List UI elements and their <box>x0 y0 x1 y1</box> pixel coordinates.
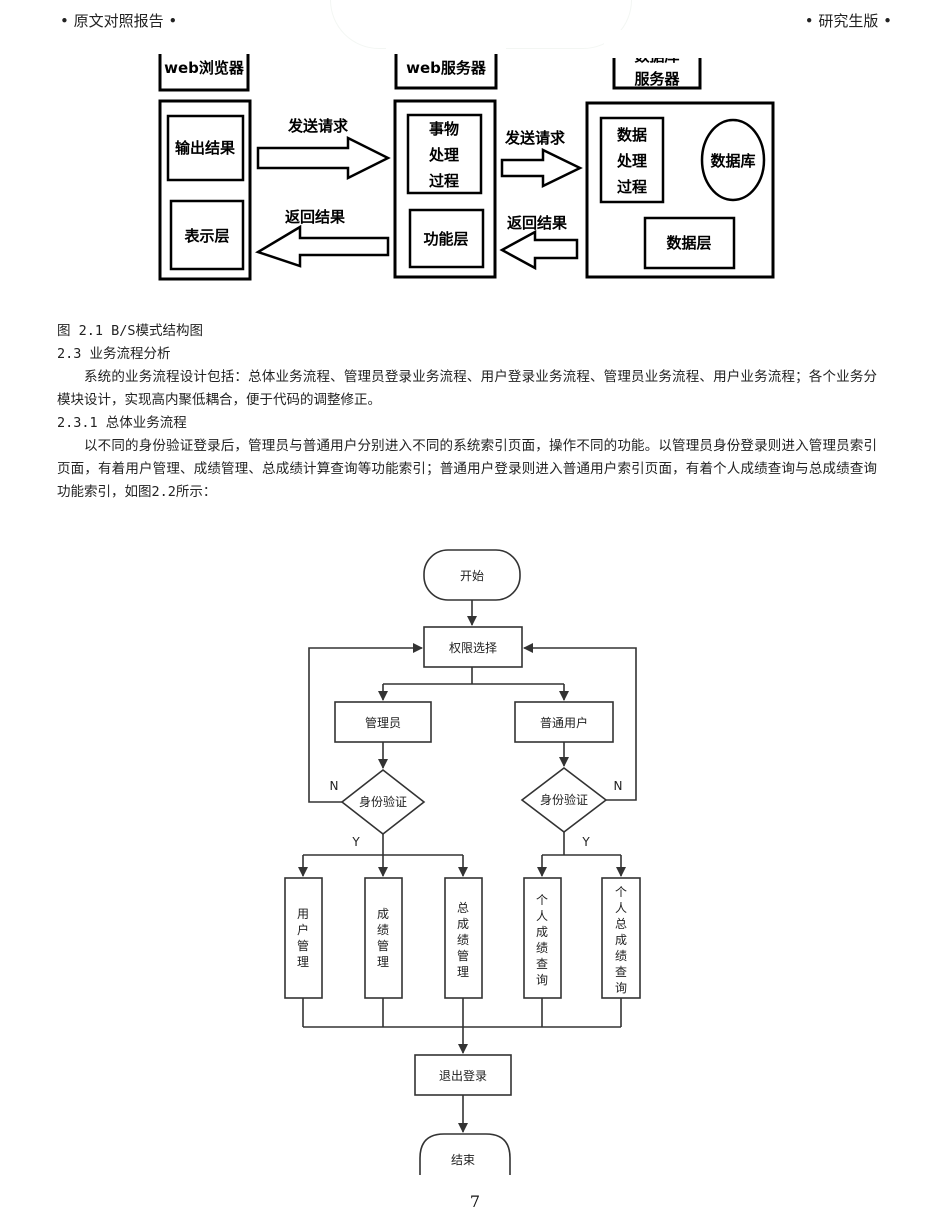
personal-grade-query-char-3: 成 <box>536 925 548 939</box>
transaction-line-1: 事物 <box>429 120 459 138</box>
db-server-title-line-2: 服务器 <box>634 70 680 88</box>
browser-title-box <box>158 50 250 92</box>
user-mgmt-text: 用 户 管 理 <box>297 907 309 969</box>
server-column <box>393 99 497 279</box>
grade-mgmt-node <box>364 877 403 999</box>
personal-total-query-char-6: 查 <box>615 965 627 979</box>
return-result-label-2: 返回结果 <box>507 214 568 232</box>
database-ellipse <box>700 118 766 202</box>
data-processing-line-2: 处理 <box>616 152 647 170</box>
server-title-box <box>394 50 498 90</box>
grade-mgmt-char-2: 绩 <box>377 923 389 937</box>
data-processing-line-3: 过程 <box>617 178 647 196</box>
header-right-label: • 研究生版 • <box>804 12 892 30</box>
data-layer-box <box>643 216 736 270</box>
personal-grade-query-text: 个 人 成 绩 查 询 <box>536 893 548 987</box>
personal-total-query-char-4: 成 <box>615 933 627 947</box>
y-right-label: Y <box>581 835 590 849</box>
user-mgmt-char-3: 管 <box>297 938 309 953</box>
function-layer-box <box>408 208 485 269</box>
presentation-layer-label: 表示层 <box>184 227 229 245</box>
presentation-layer-box <box>169 199 245 271</box>
verify-right-label: 身份验证 <box>540 792 588 807</box>
send-request-arrow-2 <box>500 148 583 188</box>
browser-title: web浏览器 <box>164 59 245 77</box>
db-column <box>585 101 775 279</box>
start-label: 开始 <box>460 569 484 583</box>
total-grade-mgmt-char-3: 绩 <box>457 933 469 947</box>
header-left-label: • 原文对照报告 • <box>60 12 178 30</box>
grade-mgmt-text: 成 绩 管 理 <box>377 907 389 969</box>
verify-left-label: 身份验证 <box>359 794 407 809</box>
n-right-label: N <box>614 779 623 793</box>
personal-total-query-char-3: 总 <box>615 917 627 931</box>
section-2-3-1-heading: 2.3.1 总体业务流程 <box>57 415 187 431</box>
figure-caption: 图 2.1 B/S模式结构图 <box>57 323 204 339</box>
personal-grade-query-node <box>523 877 562 999</box>
total-grade-mgmt-char-4: 管 <box>457 948 469 963</box>
personal-grade-query-char-2: 人 <box>536 909 548 923</box>
database-label: 数据库 <box>710 152 755 170</box>
return-result-arrow-1 <box>255 224 390 268</box>
personal-total-query-char-5: 绩 <box>615 949 627 963</box>
bs-structure-figure: web浏览器 输出结果 表示层 发送请求 返回结果 web服务器 事物 处理 过… <box>150 30 775 281</box>
personal-total-query-char-1: 个 <box>615 885 627 899</box>
personal-grade-query-char-1: 个 <box>536 893 548 907</box>
server-title: web服务器 <box>406 59 487 77</box>
data-layer-label: 数据层 <box>666 234 711 252</box>
user-mgmt-node <box>284 877 323 999</box>
grade-mgmt-char-1: 成 <box>377 907 389 921</box>
personal-total-query-char-2: 人 <box>615 901 627 915</box>
output-result-label: 输出结果 <box>175 139 236 157</box>
data-processing-box <box>599 116 665 204</box>
browser-column <box>158 99 252 281</box>
user-mgmt-char-2: 户 <box>297 922 309 937</box>
return-result-label-1: 返回结果 <box>285 208 346 226</box>
personal-grade-query-char-5: 查 <box>536 957 548 971</box>
end-node <box>419 1133 511 1175</box>
send-request-label-2: 发送请求 <box>504 129 566 147</box>
send-request-arrow-1 <box>256 135 391 181</box>
personal-total-query-text: 个 人 总 成 绩 查 询 <box>615 885 627 995</box>
personal-grade-query-char-4: 绩 <box>536 941 548 955</box>
flowchart-figure: 开始 权限选择 管理员 普通用户 身份验证 身份验证 N N Y Y 用 户 管… <box>284 549 641 1175</box>
personal-total-query-char-7: 询 <box>615 981 627 995</box>
transaction-line-3: 过程 <box>429 172 459 190</box>
page-number: 7 <box>469 1192 481 1211</box>
output-result-box <box>166 114 245 182</box>
transaction-box <box>406 113 483 195</box>
user-mgmt-char-1: 用 <box>297 907 309 921</box>
total-grade-mgmt-char-5: 理 <box>457 965 469 979</box>
permission-node <box>423 626 523 668</box>
personal-grade-query-char-6: 询 <box>536 973 548 987</box>
logout-node <box>414 1054 512 1096</box>
permission-label: 权限选择 <box>449 641 497 655</box>
data-processing-line-1: 数据 <box>617 126 647 144</box>
return-result-arrow-2 <box>499 229 579 271</box>
body-text: 图 2.1 B/S模式结构图 2.3 业务流程分析 系统的业务流程设计包括：总体… <box>57 320 877 504</box>
normal-user-label: 普通用户 <box>540 715 588 730</box>
n-left-label: N <box>330 779 339 793</box>
logout-label: 退出登录 <box>439 1068 487 1083</box>
paragraph-1: 系统的业务流程设计包括：总体业务流程、管理员登录业务流程、用户登录业务流程、管理… <box>57 369 877 408</box>
grade-mgmt-char-3: 管 <box>377 938 389 953</box>
total-grade-mgmt-text: 总 成 绩 管 理 <box>457 901 469 979</box>
y-left-label: Y <box>351 835 360 849</box>
admin-node <box>334 701 432 743</box>
end-label: 结束 <box>451 1153 475 1167</box>
send-request-label-1: 发送请求 <box>287 117 349 135</box>
section-2-3-heading: 2.3 业务流程分析 <box>57 346 171 362</box>
transaction-line-2: 处理 <box>428 146 459 164</box>
admin-label: 管理员 <box>365 715 401 730</box>
function-layer-label: 功能层 <box>423 230 468 248</box>
paragraph-2: 以不同的身份验证登录后，管理员与普通用户分别进入不同的系统索引页面，操作不同的功… <box>57 438 877 500</box>
total-grade-mgmt-char-1: 总 <box>457 901 469 915</box>
user-mgmt-char-4: 理 <box>297 955 309 969</box>
grade-mgmt-char-4: 理 <box>377 955 389 969</box>
total-grade-mgmt-char-2: 成 <box>457 917 469 931</box>
